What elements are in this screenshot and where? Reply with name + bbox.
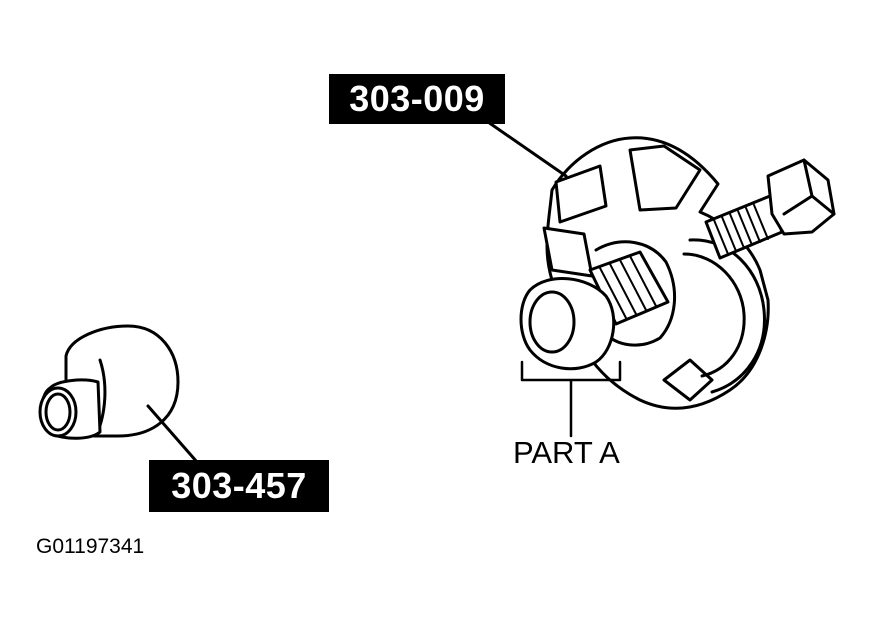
figure-id: G01197341 — [36, 535, 145, 558]
installer-tool-303-457 — [38, 324, 206, 472]
leader-line-303-457 — [146, 404, 206, 472]
forcing-screw-hex-head — [766, 158, 836, 236]
adapter-button-face — [528, 290, 576, 354]
puller-ring-inner — [682, 252, 746, 378]
puller-lug-4 — [662, 358, 714, 402]
puller-front-face — [594, 240, 677, 347]
hex-head-face — [782, 158, 836, 216]
forcing-screw-threads — [713, 204, 769, 255]
puller-lug-1 — [554, 164, 608, 224]
leader-line-303-009 — [486, 120, 568, 178]
puller-lug-2 — [628, 144, 702, 212]
adapter-threads — [599, 255, 657, 319]
label-303-457: 303-457 — [149, 460, 329, 512]
label-part-a: PART A — [513, 435, 620, 470]
puller-lug-3 — [542, 226, 594, 278]
puller-tool-303-009 — [486, 120, 836, 438]
part-a-bracket — [520, 360, 622, 438]
label-303-009: 303-009 — [329, 74, 505, 124]
installer-pilot-end-inner — [44, 392, 72, 432]
